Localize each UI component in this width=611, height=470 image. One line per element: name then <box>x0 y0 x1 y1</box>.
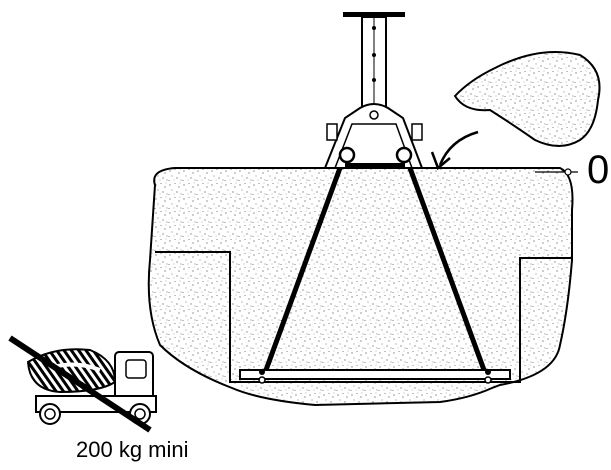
pour-arrow <box>438 130 479 166</box>
base-plate <box>239 369 511 380</box>
weight-limit-label: 200 kg mini <box>76 437 189 462</box>
anchor-post <box>323 12 424 169</box>
concrete-foundation <box>147 167 574 407</box>
anchor-cage <box>239 167 511 384</box>
level-marker <box>535 168 578 176</box>
prohibition-slash <box>8 335 152 433</box>
prohibited-mixer-truck-icon <box>8 335 157 433</box>
level-zero-label: 0 <box>587 148 610 192</box>
concrete-pile-icon <box>430 50 601 171</box>
